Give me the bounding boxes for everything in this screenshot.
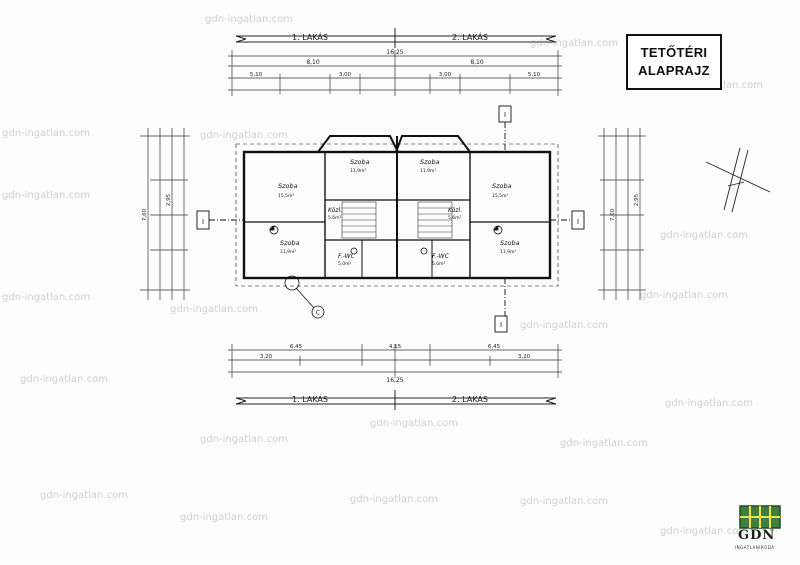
watermark: gdn-ingatlan.com bbox=[660, 526, 748, 537]
room-name: Szoba bbox=[280, 239, 300, 247]
section-mark-left: I bbox=[202, 218, 204, 226]
watermark: gdn-ingatlan.com bbox=[520, 496, 608, 507]
room-area: 11,9m² bbox=[280, 249, 296, 255]
room-name: Közl. bbox=[328, 207, 342, 214]
room-area: 11,9m² bbox=[420, 168, 436, 174]
room-area: 11,9m² bbox=[500, 249, 516, 255]
section-mark-bottom: I bbox=[500, 321, 502, 329]
room-name: Szoba bbox=[492, 182, 512, 190]
room-area: 5,0m² bbox=[338, 261, 352, 267]
section-mark-right: I bbox=[577, 218, 579, 226]
watermark: gdn-ingatlan.com bbox=[350, 494, 438, 505]
watermark: gdn-ingatlan.com bbox=[200, 434, 288, 445]
unit-label-top-1: 1. LAKÁS bbox=[292, 31, 328, 42]
room-area: 5,0m² bbox=[432, 261, 446, 267]
room-name: Szoba bbox=[420, 158, 440, 166]
watermark: gdn-ingatlan.com bbox=[205, 14, 293, 25]
room-area: 11,9m² bbox=[350, 168, 366, 174]
watermark: gdn-ingatlan.com bbox=[200, 130, 288, 141]
section-mark-top: I bbox=[504, 111, 506, 119]
dim-right-1: 7,60 bbox=[610, 208, 616, 221]
watermark: gdn-ingatlan.com bbox=[530, 38, 618, 49]
dimension-chain-left bbox=[140, 128, 190, 300]
room-area: 15,5m² bbox=[492, 193, 508, 199]
building-walls bbox=[235, 135, 559, 287]
dim-bottom-seg-2: 3,20 bbox=[518, 354, 531, 360]
watermark: gdn-ingatlan.com bbox=[520, 320, 608, 331]
unit-label-top-2: 2. LAKÁS bbox=[452, 31, 488, 42]
detail-callout-label: C bbox=[316, 310, 320, 317]
dim-seg-3: 3,00 bbox=[439, 72, 452, 78]
dim-left-2: 2,95 bbox=[166, 193, 172, 206]
unit-label-bottom-1: 1. LAKÁS bbox=[292, 393, 328, 404]
dimension-chain-top bbox=[228, 50, 562, 96]
watermark: gdn-ingatlan.com bbox=[170, 304, 258, 315]
dim-bottom-seg-1: 3,20 bbox=[260, 354, 273, 360]
watermark: gdn-ingatlan.com bbox=[660, 230, 748, 241]
watermark: gdn-ingatlan.com bbox=[2, 190, 90, 201]
plan-title-line-2: ALAPRAJZ bbox=[638, 63, 710, 78]
dim-bottom-mid: 4,15 bbox=[389, 344, 402, 350]
dim-seg-2: 3,00 bbox=[339, 72, 352, 78]
watermark: gdn-ingatlan.com bbox=[2, 128, 90, 139]
plan-title-line-1: TETŐTÉRI bbox=[640, 45, 708, 60]
watermark: gdn-ingatlan.com bbox=[665, 398, 753, 409]
watermark: gdn-ingatlan.com bbox=[560, 438, 648, 449]
staircases bbox=[341, 201, 453, 239]
dim-half-left-top: 8,10 bbox=[306, 59, 320, 66]
detail-callout bbox=[284, 275, 325, 319]
unit-band-top bbox=[235, 28, 557, 48]
watermark: gdn-ingatlan.com bbox=[20, 374, 108, 385]
room-area: 5,6m² bbox=[328, 215, 342, 221]
dim-half-right-top: 8,10 bbox=[470, 59, 484, 66]
room-name: Szoba bbox=[500, 239, 520, 247]
dim-right-2: 2,95 bbox=[634, 193, 640, 206]
watermark: gdn-ingatlan.com bbox=[370, 418, 458, 429]
dim-bottom-left: 6,45 bbox=[290, 344, 303, 350]
watermark: gdn-ingatlan.com bbox=[2, 292, 90, 303]
room-name: Szoba bbox=[350, 158, 370, 166]
north-arrow bbox=[705, 147, 771, 213]
plan-title-box: TETŐTÉRI ALAPRAJZ bbox=[626, 34, 722, 90]
unit-label-bottom-2: 2. LAKÁS bbox=[452, 393, 488, 404]
watermark: gdn-ingatlan.com bbox=[180, 512, 268, 523]
dimension-chain-right bbox=[598, 128, 646, 300]
logo-subtitle: INGATLANIRODA bbox=[735, 545, 775, 550]
dim-overall-top: 16,25 bbox=[386, 49, 403, 56]
dim-overall-bottom: 16,25 bbox=[386, 377, 403, 384]
dim-seg-4: 5,10 bbox=[528, 72, 541, 78]
logo-brand-name: GDN bbox=[738, 528, 776, 543]
dimension-chain-bottom bbox=[228, 344, 562, 378]
gdn-logo-icon bbox=[739, 505, 781, 529]
dim-bottom-right: 6,45 bbox=[488, 344, 501, 350]
section-markers bbox=[196, 105, 585, 333]
room-area: 5,6m² bbox=[448, 215, 462, 221]
room-name: F.-WC bbox=[432, 253, 450, 260]
watermark: gdn-ingatlan.com bbox=[40, 490, 128, 501]
level-markers bbox=[269, 225, 503, 255]
dim-seg-1: 5,10 bbox=[250, 72, 263, 78]
unit-band-bottom bbox=[235, 390, 557, 410]
room-name: Szoba bbox=[278, 182, 298, 190]
dim-left-1: 7,60 bbox=[142, 208, 148, 221]
room-name: Közl. bbox=[448, 207, 462, 214]
room-area: 15,5m² bbox=[278, 193, 294, 199]
room-name: F.-WC bbox=[338, 253, 356, 260]
watermark: gdn-ingatlan.com bbox=[640, 290, 728, 301]
